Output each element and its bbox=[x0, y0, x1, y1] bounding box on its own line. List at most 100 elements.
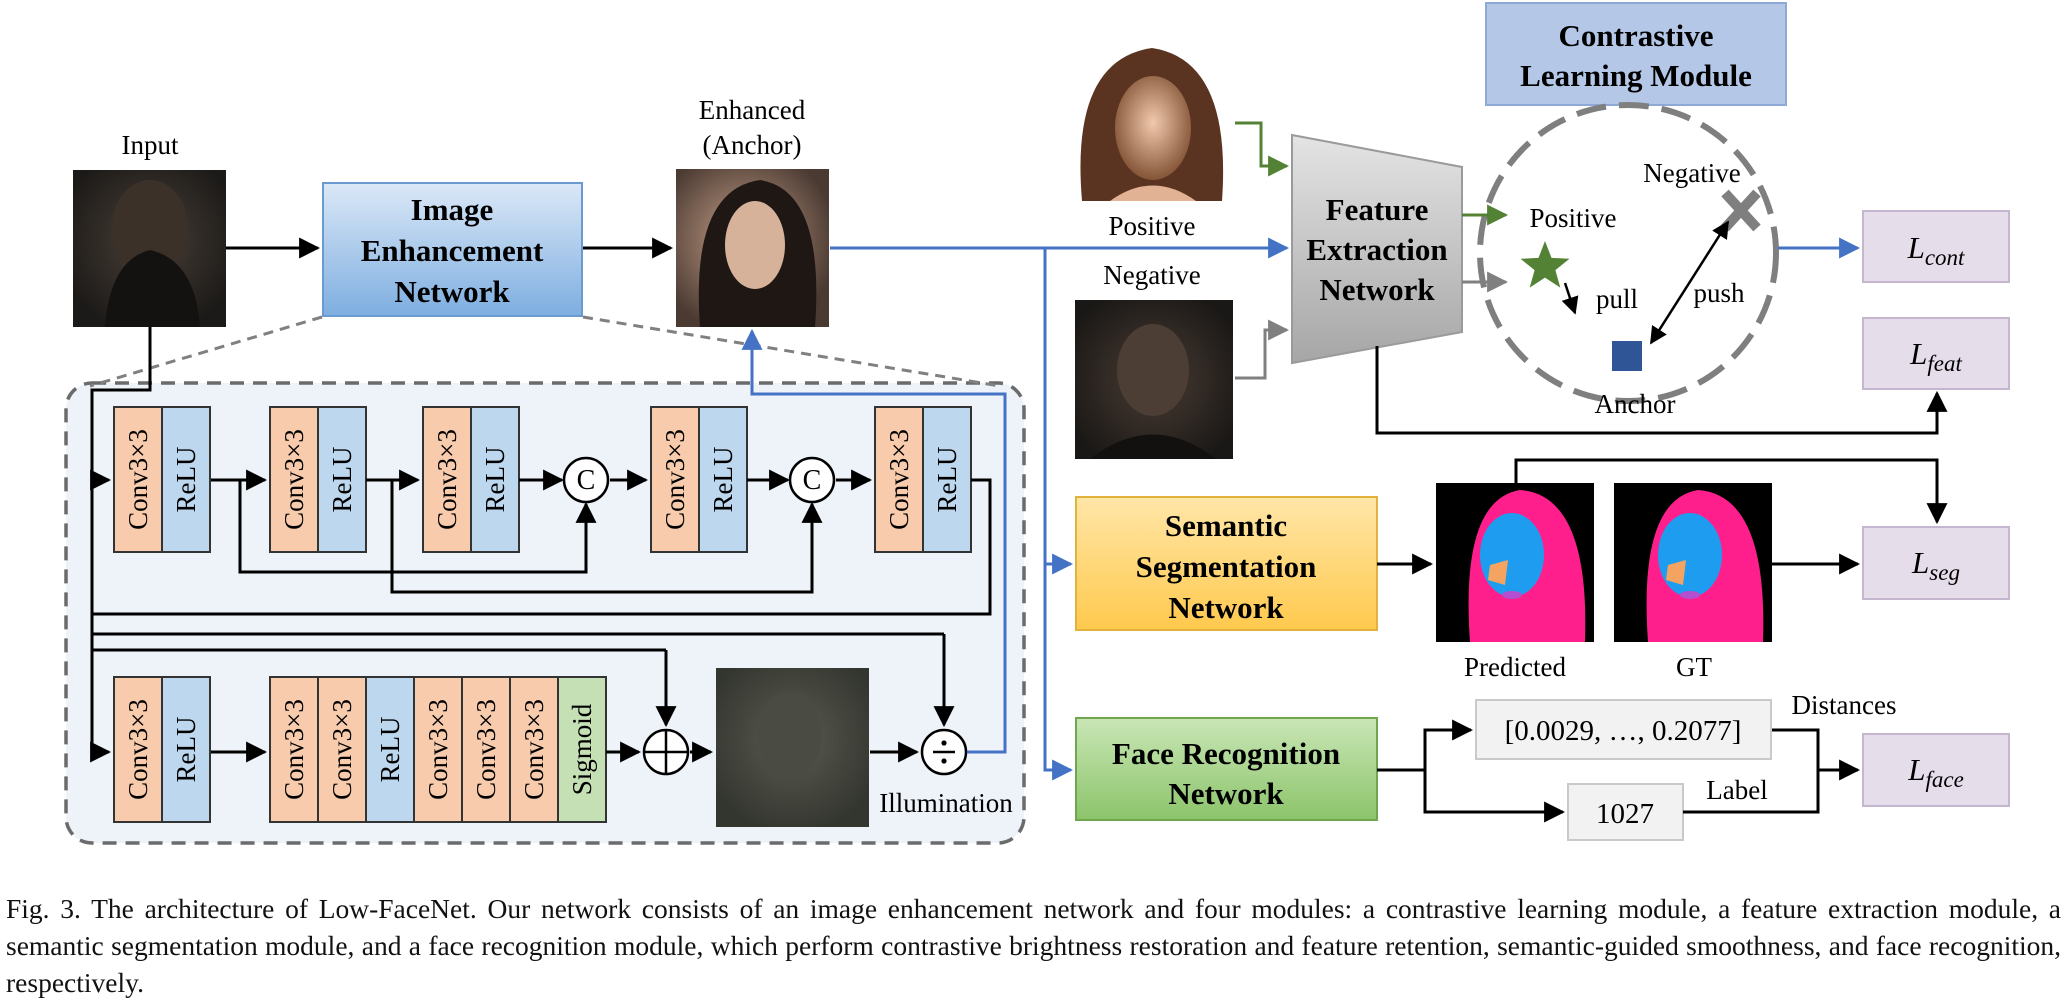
positive-image bbox=[1075, 43, 1231, 201]
add-op bbox=[642, 728, 690, 776]
conv-block-r1-3: Conv3×3 bbox=[422, 406, 472, 553]
sigmoid-block-r2-8: Sigmoid bbox=[557, 676, 607, 823]
zoom-line-right bbox=[582, 315, 1001, 388]
conv-block-r2-2-label: Conv3×3 bbox=[279, 699, 309, 800]
svg-text:Semantic: Semantic bbox=[1165, 508, 1287, 543]
gt-label: GT bbox=[1676, 652, 1712, 682]
contrastive-negative-label: Negative bbox=[1643, 158, 1740, 188]
relu-block-r1-4-label: ReLU bbox=[708, 447, 738, 513]
conv-block-r1-5: Conv3×3 bbox=[874, 406, 924, 553]
positive-image-label: Positive bbox=[1108, 211, 1195, 241]
image-enhancement-network: Image Enhancement Network bbox=[322, 182, 583, 317]
conv-block-r2-7-label: Conv3×3 bbox=[519, 699, 549, 800]
conv-block-r2-3-label: Conv3×3 bbox=[327, 699, 357, 800]
conv-block-r1-1: Conv3×3 bbox=[113, 406, 163, 553]
input-branch bbox=[90, 327, 152, 752]
relu-block-r1-4: ReLU bbox=[698, 406, 748, 553]
svg-text:Feature: Feature bbox=[1326, 192, 1429, 227]
enhanced-label: Enhanced bbox=[699, 95, 806, 125]
conv-block-r2-3: Conv3×3 bbox=[317, 676, 367, 823]
svg-text:1027: 1027 bbox=[1596, 798, 1654, 830]
svg-text:Enhancement: Enhancement bbox=[361, 233, 544, 268]
pull-arrow bbox=[1561, 282, 1579, 315]
svg-text:Network: Network bbox=[1168, 776, 1284, 811]
conv-block-r1-2-label: Conv3×3 bbox=[279, 429, 309, 530]
relu-block-r2-1-label: ReLU bbox=[171, 717, 201, 783]
contrastive-positive-label: Positive bbox=[1529, 203, 1616, 233]
svg-text:Network: Network bbox=[1168, 590, 1284, 625]
svg-text:C: C bbox=[803, 465, 822, 496]
relu-block-r1-1: ReLU bbox=[161, 406, 211, 553]
gt-segmentation-image bbox=[1614, 483, 1772, 642]
illumination-map-image bbox=[716, 668, 869, 827]
face-recognition-network: Face Recognition Network bbox=[1075, 717, 1378, 821]
contrastive-space-circle bbox=[1477, 102, 1779, 404]
conv-block-r2-5: Conv3×3 bbox=[413, 676, 463, 823]
anchor-label: (Anchor) bbox=[703, 130, 802, 160]
conv-block-r1-2: Conv3×3 bbox=[269, 406, 319, 553]
svg-text:C: C bbox=[577, 465, 596, 496]
conv-block-r1-4: Conv3×3 bbox=[650, 406, 700, 553]
connector bbox=[390, 480, 823, 594]
conv-block-r2-5-label: Conv3×3 bbox=[423, 699, 453, 800]
predicted-segmentation-image bbox=[1436, 483, 1594, 642]
relu-block-r2-4: ReLU bbox=[365, 676, 415, 823]
zoom-line-left bbox=[89, 315, 323, 388]
svg-text:Extraction: Extraction bbox=[1306, 232, 1447, 267]
svg-text:Face Recognition: Face Recognition bbox=[1112, 736, 1340, 771]
positive-star-icon bbox=[1520, 241, 1570, 288]
relu-block-r1-5: ReLU bbox=[922, 406, 972, 553]
sigmoid-block-r2-8-label: Sigmoid bbox=[567, 703, 597, 795]
conv-block-r1-3-label: Conv3×3 bbox=[432, 429, 462, 530]
architecture-diagram: Input Enhanced (Anchor) Positive Negativ… bbox=[64, 2, 2010, 845]
anchor-square-icon bbox=[1612, 341, 1642, 371]
row1-output-line bbox=[92, 478, 992, 616]
negative-image bbox=[1075, 300, 1233, 459]
svg-text:[0.0029, …, 0.2077]: [0.0029, …, 0.2077] bbox=[1505, 715, 1742, 747]
concat-op-2: C bbox=[788, 456, 836, 504]
illumination-label: Illumination bbox=[879, 788, 1013, 818]
svg-text:Network: Network bbox=[1319, 272, 1435, 307]
contrastive-anchor-label: Anchor bbox=[1595, 389, 1676, 419]
conv-block-r2-6-label: Conv3×3 bbox=[471, 699, 501, 800]
loss-feat-box: Lfeat bbox=[1862, 317, 2010, 390]
pull-label: pull bbox=[1596, 284, 1638, 314]
svg-text:Segmentation: Segmentation bbox=[1136, 549, 1317, 584]
conv-block-r2-1: Conv3×3 bbox=[113, 676, 163, 823]
loss-cont-box: Lcont bbox=[1862, 210, 2010, 283]
relu-block-r1-2-label: ReLU bbox=[327, 447, 357, 513]
conv-block-r2-7: Conv3×3 bbox=[509, 676, 559, 823]
figure-caption: Fig. 3. The architecture of Low-FaceNet.… bbox=[6, 893, 2061, 998]
relu-block-r2-1: ReLU bbox=[161, 676, 211, 823]
relu-block-r2-4-label: ReLU bbox=[375, 717, 405, 783]
conv-block-r1-1-label: Conv3×3 bbox=[123, 429, 153, 530]
distances-label: Distances bbox=[1792, 690, 1897, 720]
semantic-segmentation-network: Semantic Segmentation Network bbox=[1075, 496, 1378, 631]
label-label: Label bbox=[1706, 775, 1767, 805]
concat-op-1: C bbox=[562, 456, 610, 504]
svg-text:Lseg: Lseg bbox=[1911, 545, 1960, 585]
contrastive-learning-module: Contrastive Learning Module bbox=[1485, 2, 1787, 106]
input-label: Input bbox=[122, 130, 179, 160]
relu-block-r1-3: ReLU bbox=[470, 406, 520, 553]
predicted-label: Predicted bbox=[1464, 652, 1566, 682]
svg-text:Network: Network bbox=[394, 274, 510, 309]
push-arrow bbox=[1649, 220, 1730, 345]
conv-block-r1-5-label: Conv3×3 bbox=[884, 429, 914, 530]
conv-block-r2-1-label: Conv3×3 bbox=[123, 699, 153, 800]
connectors bbox=[226, 121, 1948, 823]
loss-face-box: Lface bbox=[1862, 733, 2010, 807]
input-image bbox=[73, 170, 226, 327]
svg-text:Learning Module: Learning Module bbox=[1520, 58, 1752, 93]
relu-block-r1-5-label: ReLU bbox=[932, 447, 962, 513]
svg-text:Lface: Lface bbox=[1907, 752, 1964, 792]
svg-text:Image: Image bbox=[411, 192, 494, 227]
conv-block-r1-4-label: Conv3×3 bbox=[660, 429, 690, 530]
relu-block-r1-1-label: ReLU bbox=[171, 447, 201, 513]
enhanced-anchor-image bbox=[676, 169, 829, 327]
svg-text:Contrastive: Contrastive bbox=[1559, 18, 1714, 53]
feature-extraction-network: Feature Extraction Network bbox=[1291, 133, 1463, 365]
push-label: push bbox=[1693, 278, 1745, 308]
svg-text:Lcont: Lcont bbox=[1907, 230, 1965, 270]
